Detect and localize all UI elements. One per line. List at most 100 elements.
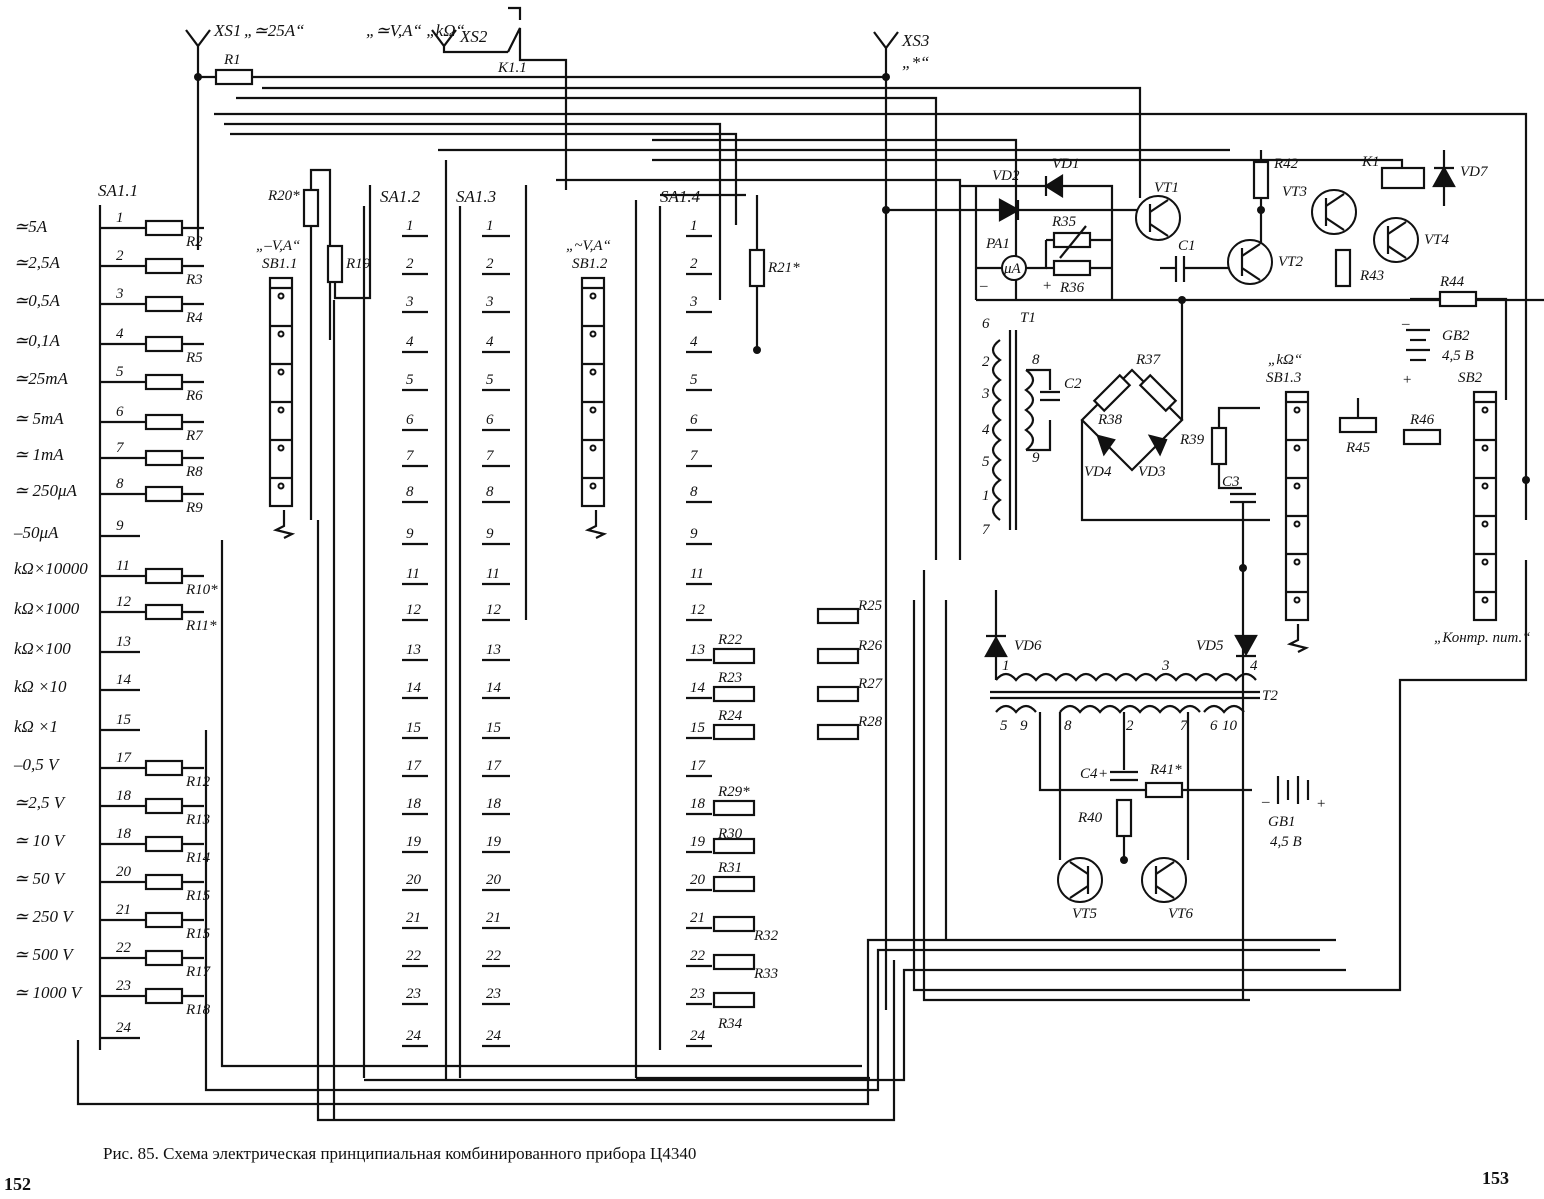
switch-sa11: SA1.1: [98, 181, 138, 1050]
figure-caption: Рис. 85. Схема электрическая принципиаль…: [103, 1144, 697, 1163]
svg-text:T2: T2: [1262, 688, 1278, 704]
sb12-pins: [582, 286, 604, 490]
sa12Pos-position: 13: [406, 642, 421, 658]
sa11-resistor: [144, 335, 184, 353]
svg-text:XS1: XS1: [213, 21, 241, 40]
sa13Pos-position: 14: [486, 680, 502, 696]
sa11-resistor-label: R6: [185, 388, 203, 404]
t1-pin: 7: [982, 522, 991, 538]
sa11-resistor-label: R5: [185, 350, 203, 366]
t1-pin: 3: [981, 386, 990, 402]
sb12Pins-contact-point: [589, 444, 597, 452]
sa14-resistor-label: R32: [753, 928, 779, 944]
svg-text:VD2: VD2: [992, 168, 1020, 184]
svg-text:+: +: [1316, 796, 1326, 812]
transistor-vt2: VT2: [1227, 239, 1304, 285]
sa14Pos-position: 2: [690, 256, 698, 272]
sa11-position: 23: [116, 978, 131, 994]
sa12Pos-position: 6: [406, 412, 414, 428]
sa12Pos-position: 3: [405, 294, 414, 310]
sa14Pos-position: 22: [690, 948, 706, 964]
svg-text:SB1.1: SB1.1: [262, 256, 297, 272]
page-number-left: 152: [4, 1174, 31, 1194]
svg-text:R37: R37: [1135, 352, 1162, 368]
battery-gb1: – + GB1 4,5 B: [1261, 776, 1326, 850]
sa14Pos-position: 4: [690, 334, 698, 350]
sa11-position: 18: [116, 788, 132, 804]
sa13Pos-position: 5: [486, 372, 494, 388]
sa13Pos-position: 11: [486, 566, 500, 582]
sa14-resistor-label: R31: [717, 860, 742, 876]
t2-pin: 8: [1064, 718, 1072, 734]
resistor-r43: R43: [1334, 248, 1384, 288]
svg-text:K1.1: K1.1: [497, 60, 527, 76]
sb11-pins: [270, 286, 292, 490]
sb2Pins-contact-point: [1481, 406, 1489, 414]
range-label: ≃ 50 V: [14, 869, 67, 888]
t2-pin: 10: [1222, 718, 1238, 734]
transistor-vt4: VT4: [1373, 217, 1450, 263]
sa11-position: 21: [116, 902, 131, 918]
switch-sa13: SA1.3: [456, 185, 528, 1078]
sa13Pos-position: 12: [486, 602, 502, 618]
sa11-resistor: [144, 797, 184, 815]
sa14-resistor: [712, 875, 756, 893]
sa14Pos-position: 6: [690, 412, 698, 428]
sa11-resistor: [144, 911, 184, 929]
resistor-r1: R1: [198, 52, 886, 86]
range-label: kΩ×1000: [14, 599, 80, 618]
svg-text:+: +: [1042, 278, 1052, 294]
svg-text:VD3: VD3: [1138, 464, 1166, 480]
diode-vd6: VD6: [984, 590, 1042, 680]
sa11-position: 18: [116, 826, 132, 842]
sa14Pos-position: 21: [690, 910, 705, 926]
resistor-r46: R46: [1402, 412, 1442, 446]
svg-text:VT6: VT6: [1168, 906, 1194, 922]
sa11-resistor: [144, 835, 184, 853]
sa11-resistor-label: R14: [185, 850, 211, 866]
sa14Pos-position: 24: [690, 1028, 706, 1044]
bottom-bus-wires: [76, 300, 1528, 1122]
sa11-resistor-label: R10*: [185, 582, 218, 598]
sa13Pos-position: 6: [486, 412, 494, 428]
sa14-resistor-label: R27: [857, 676, 884, 692]
range-label: ≃5A: [14, 217, 48, 236]
sa12Pos-position: 1: [406, 218, 414, 234]
svg-text:R45: R45: [1345, 440, 1371, 456]
svg-text:4,5 B: 4,5 B: [1270, 834, 1302, 850]
range-label: –50μA: [13, 523, 59, 542]
svg-text:R40: R40: [1077, 810, 1103, 826]
sa13Pos-position: 24: [486, 1028, 502, 1044]
sa12Pos-position: 19: [406, 834, 422, 850]
sa11-resistor: [144, 603, 184, 621]
sb13Pins-contact-point: [1293, 520, 1301, 528]
resistor-r42: R42: [1252, 150, 1299, 244]
svg-text:SB2: SB2: [1458, 370, 1483, 386]
sa14Pos-position: 3: [689, 294, 698, 310]
sa14Pos-position: 23: [690, 986, 705, 1002]
sa11-position: 17: [116, 750, 133, 766]
sb11Pins-contact-point: [277, 406, 285, 414]
svg-text:VT1: VT1: [1154, 180, 1179, 196]
svg-text:VT4: VT4: [1424, 232, 1450, 248]
svg-text:R35: R35: [1051, 214, 1077, 230]
sa14-resistor: [712, 723, 756, 741]
sa13Pos-position: 20: [486, 872, 502, 888]
sa11-position: 14: [116, 672, 132, 688]
svg-text:VD4: VD4: [1084, 464, 1112, 480]
sb2-pins: [1474, 400, 1496, 604]
converter-section: + C4 R41* R40: [1038, 712, 1252, 860]
sa14-resistor: [816, 723, 860, 741]
svg-text:XS2: XS2: [459, 27, 488, 46]
sa11-resistor-label: R15: [185, 926, 211, 942]
sa14-resistor: [712, 915, 756, 933]
t2-pin: 6: [1210, 718, 1218, 734]
sa12Pos-position: 7: [406, 448, 415, 464]
sa14-resistor-label: R28: [857, 714, 883, 730]
